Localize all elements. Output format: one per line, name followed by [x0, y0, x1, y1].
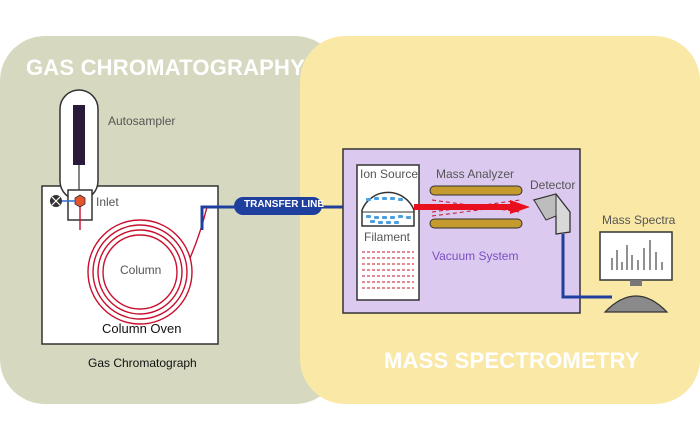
detector — [532, 193, 571, 235]
filament-label: Filament — [364, 230, 411, 244]
autosampler — [59, 89, 99, 201]
mass-analyzer — [414, 185, 530, 229]
transfer-line-badge — [234, 197, 322, 215]
gas-chromatograph-label: Gas Chromatograph — [88, 356, 197, 370]
column-oven-label: Column Oven — [102, 321, 182, 336]
autosampler-label: Autosampler — [108, 114, 176, 128]
ion-beam-arrow — [414, 200, 530, 214]
ion-source — [356, 164, 420, 301]
vacuum-system-label: Vacuum System — [432, 249, 519, 263]
ion-source-label: Ion Source — [360, 167, 419, 181]
column-label: Column — [120, 263, 162, 277]
column-coil — [79, 206, 208, 325]
gc-section-title: GAS CHROMATOGRAPHY — [26, 55, 306, 80]
ms-section-title: MASS SPECTROMETRY — [384, 348, 640, 373]
detector-cable — [561, 234, 612, 299]
transfer-line-label: TRANSFER LINE — [244, 199, 324, 210]
detector-label: Detector — [530, 178, 576, 192]
inlet-label: Inlet — [96, 195, 119, 209]
mass-spectra-label: Mass Spectra — [602, 213, 676, 227]
mass-spectra-computer-icon — [599, 231, 673, 313]
mass-analyzer-label: Mass Analyzer — [436, 167, 515, 181]
